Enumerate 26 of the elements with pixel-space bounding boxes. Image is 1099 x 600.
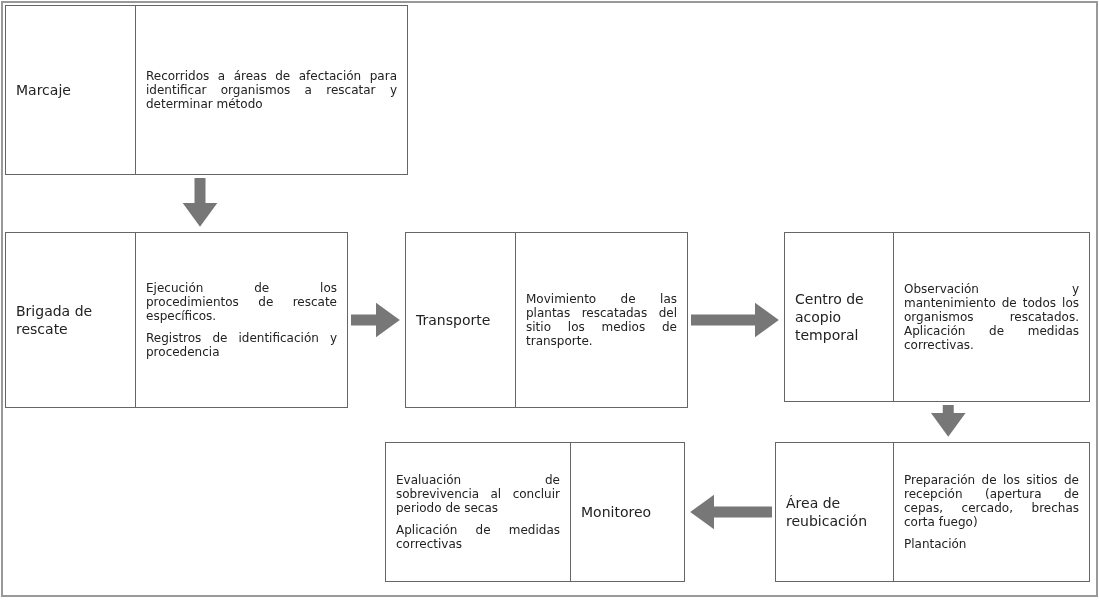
block-arrow bbox=[182, 178, 218, 227]
description-text: Aplicación de medidas correctivas bbox=[396, 523, 560, 551]
stage-name: Monitoreo bbox=[581, 502, 652, 522]
block-arrow bbox=[351, 302, 400, 338]
description-text: Observación y mantenimiento de todos los organismos rescatados. Aplicación de medidas correctivas. bbox=[904, 282, 1079, 352]
process-box bbox=[775, 442, 1090, 582]
block-arrow bbox=[930, 405, 966, 437]
process-box bbox=[5, 5, 408, 175]
process-box bbox=[784, 232, 1090, 402]
process-box bbox=[5, 232, 348, 408]
stage-name: Brigada de rescate bbox=[16, 301, 94, 339]
description-text: Preparación de los sitios de recepción (apertura de cepas, cercado, brechas corta fuego) bbox=[904, 473, 1079, 529]
description-text: Evaluación de sobrevivencia al concluir periodo de secas bbox=[396, 473, 560, 515]
stage-name: Área de reubicación bbox=[786, 493, 868, 531]
stage-name: Transporte bbox=[416, 310, 491, 330]
block-arrow bbox=[690, 494, 772, 530]
process-box bbox=[405, 232, 688, 408]
description-text: Ejecución de los procedimientos de rescate específicos. bbox=[146, 281, 337, 323]
description-text: Registros de identificación y procedencia bbox=[146, 331, 337, 359]
stage-name: Marcaje bbox=[16, 80, 71, 100]
process-box bbox=[385, 442, 685, 582]
block-arrow bbox=[691, 302, 779, 338]
description-text: Movimiento de las plantas rescatadas del sitio los medios de transporte. bbox=[526, 292, 677, 348]
description-text: Recorridos a áreas de afectación para identificar organismos a rescatar y determinar método bbox=[146, 69, 397, 111]
description-text: Plantación bbox=[904, 537, 968, 551]
stage-name: Centro de acopio temporal bbox=[795, 289, 865, 345]
